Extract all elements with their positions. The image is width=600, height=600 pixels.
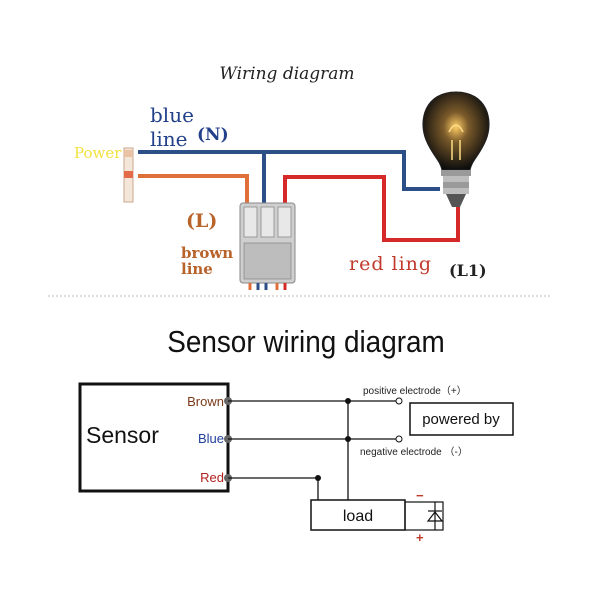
- red-line-label: red ling: [349, 253, 432, 275]
- diode-plus-sign: +: [416, 530, 424, 545]
- diode-minus-sign: −: [416, 488, 424, 503]
- red-circuit-wire: [228, 477, 319, 500]
- sensor-label: Sensor: [86, 422, 159, 448]
- brown-line-label-2: line: [181, 260, 213, 278]
- load-label: load: [343, 508, 373, 525]
- l-label: (L): [186, 210, 217, 232]
- n-label: (N): [197, 125, 229, 145]
- diode-icon: [404, 501, 444, 531]
- blue-line-label: blue: [150, 103, 194, 127]
- sensor-box: [78, 382, 230, 493]
- connector-block: [239, 202, 296, 290]
- power-label: Power: [74, 144, 122, 162]
- l1-label: (L1): [449, 261, 487, 280]
- red-wire: [283, 175, 460, 242]
- negative-open-terminal: [395, 435, 403, 443]
- positive-open-terminal: [395, 397, 403, 405]
- blue-wire: [138, 150, 440, 191]
- power-plug: [123, 147, 134, 203]
- positive-electrode-label: positive electrode（+）: [363, 385, 467, 397]
- brown-terminal-label: Brown: [187, 394, 224, 409]
- negative-electrode-label: negative electrode （-）: [360, 446, 468, 458]
- top-title: Wiring diagram: [219, 64, 354, 84]
- brown-line-label: brown: [181, 244, 233, 262]
- bottom-title: Sensor wiring diagram: [167, 325, 445, 360]
- power-supply-box: [409, 402, 514, 436]
- load-box: [310, 499, 406, 531]
- red-junction: [315, 475, 321, 481]
- blue-terminal-label: Blue: [198, 431, 224, 446]
- powered-by-label: powered by: [422, 411, 500, 428]
- red-terminal-label: Red: [200, 470, 224, 485]
- blue-line-label-2: line: [150, 127, 188, 151]
- light-bulb-icon: [422, 91, 490, 207]
